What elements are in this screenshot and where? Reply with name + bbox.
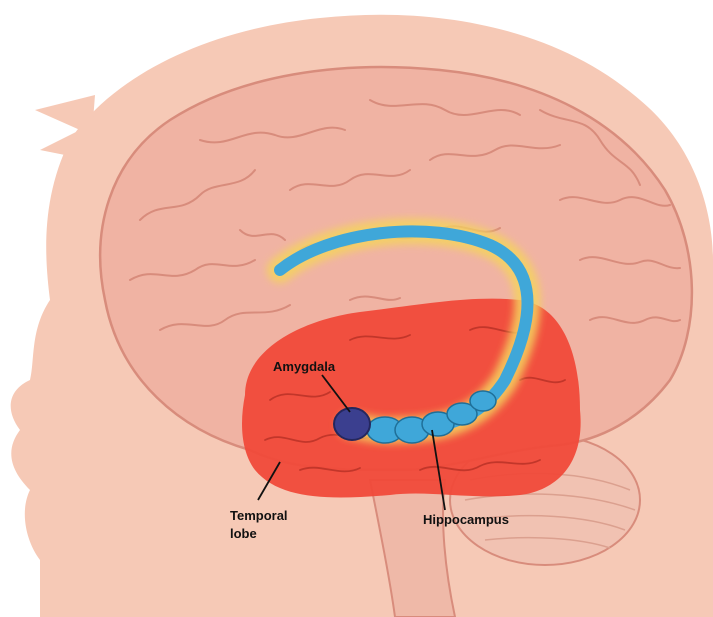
hair-tuft	[35, 95, 95, 160]
amygdala	[333, 407, 371, 441]
temporal-leader-line	[257, 461, 281, 501]
hippocampus-label: Hippocampus	[423, 512, 509, 527]
amygdala-label: Amygdala	[273, 359, 336, 374]
temporal-lobe-label-line1: Temporal	[230, 508, 288, 523]
brainstem	[368, 479, 457, 617]
temporal-lobe	[242, 298, 581, 498]
amygdala-leader-line	[321, 374, 351, 413]
hippocampus-segments	[366, 390, 497, 444]
brain-gyri	[129, 99, 681, 331]
temporal-lobe-label-line2: lobe	[230, 526, 257, 541]
cerebellum-folds	[464, 472, 636, 549]
hippocampus-leader-line	[431, 429, 446, 511]
